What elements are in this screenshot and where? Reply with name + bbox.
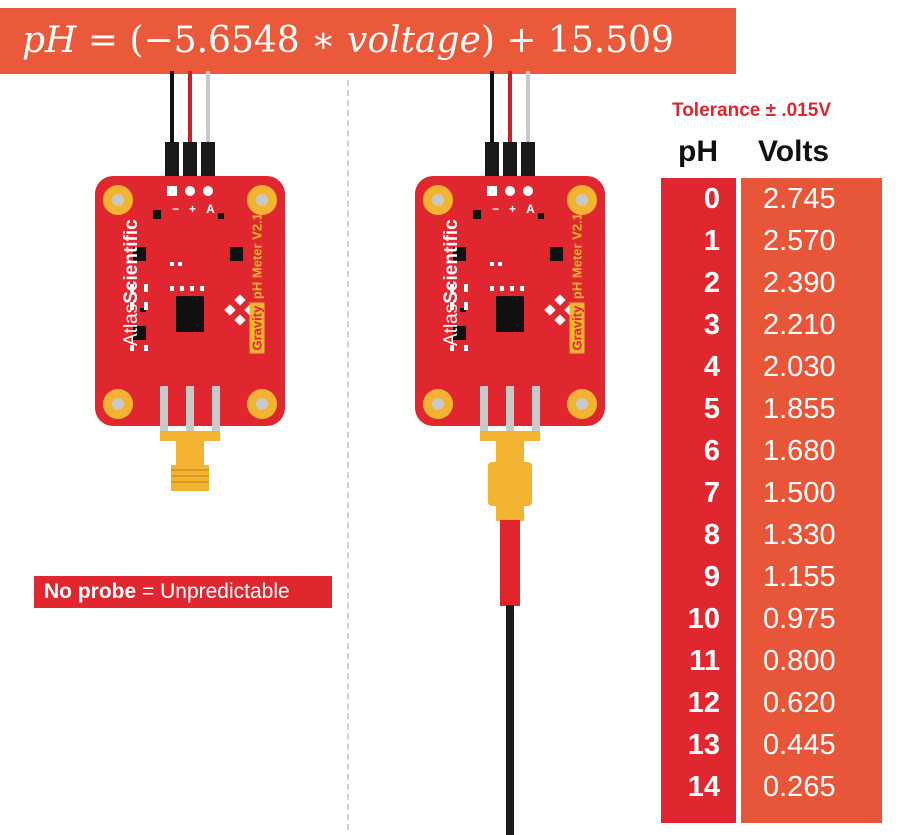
board-right-pins: − + A	[492, 202, 535, 216]
pin-a: A	[526, 202, 535, 216]
no-probe-label: No probe	[44, 580, 137, 603]
tolerance-label: Tolerance ± .015V	[672, 100, 831, 121]
volts-value-cell: 0.445	[763, 729, 836, 761]
col-header-volts: Volts	[758, 135, 830, 168]
formula-voltage: voltage	[347, 20, 481, 61]
volts-value-cell: 1.500	[763, 477, 836, 509]
volts-value-cell: 2.390	[763, 267, 836, 299]
board-gravity: Gravity	[249, 302, 265, 354]
volts-value-cell: 0.975	[763, 603, 836, 635]
ph-formula-banner: pH = (−5.6548 ∗ voltage) + 15.509	[0, 8, 736, 74]
board-left-pins: − + A	[172, 202, 215, 216]
no-probe-rest: = Unpredictable	[136, 580, 290, 603]
volts-value-cell: 2.745	[763, 183, 836, 215]
volts-value-cell: 1.680	[763, 435, 836, 467]
formula-ph: pH	[22, 20, 77, 61]
ph-value-cell: 4	[703, 351, 720, 383]
ph-value-cell: 11	[689, 645, 720, 677]
ph-value-cell: 3	[703, 309, 720, 341]
col-header-ph: pH	[678, 135, 718, 168]
board-model: pH Meter V2.1	[249, 213, 265, 300]
ph-value-cell: 9	[703, 561, 720, 593]
center-dashed-divider	[347, 80, 349, 830]
brand-atlas: Atlas	[441, 303, 462, 346]
formula-eq: = (−5.6548 ∗	[76, 20, 348, 61]
brand-scientific: Scientific	[441, 219, 462, 304]
volts-value-cell: 0.265	[763, 771, 836, 803]
board-gravity: Gravity	[569, 302, 585, 354]
brand-scientific: Scientific	[121, 219, 142, 304]
ph-value-cell: 12	[687, 687, 720, 719]
board-right-model: Gravity pH Meter V2.1	[569, 213, 585, 354]
volts-value-cell: 2.570	[763, 225, 836, 257]
pin-plus: +	[509, 202, 517, 216]
pin-plus: +	[189, 202, 197, 216]
ph-value-cell: 8	[703, 519, 720, 551]
ph-value-cell: 5	[703, 393, 720, 425]
ph-value-cell: 13	[687, 729, 720, 761]
ph-value-cell: 2	[703, 267, 720, 299]
no-probe-note: No probe = Unpredictable	[34, 576, 332, 608]
board-right-brand: AtlasScientific	[441, 219, 463, 346]
ph-value-cell: 0	[703, 183, 720, 215]
volts-value-cell: 0.800	[763, 645, 836, 677]
volts-value-cell: 2.210	[763, 309, 836, 341]
ph-value-cell: 1	[703, 225, 720, 257]
board-left-brand: AtlasScientific	[121, 219, 143, 346]
board-left-model: Gravity pH Meter V2.1	[249, 213, 265, 354]
ph-value-cell: 7	[703, 477, 720, 509]
ph-value-cell: 6	[703, 435, 720, 467]
volts-value-cell: 0.620	[763, 687, 836, 719]
ph-value-cell: 14	[687, 771, 720, 803]
ph-value-cell: 10	[687, 603, 720, 635]
volts-column: 2.745 2.570 2.390 2.210 2.030 1.855 1.680 1.500…	[741, 178, 882, 823]
pin-minus: −	[172, 202, 180, 216]
board-model: pH Meter V2.1	[569, 213, 585, 300]
volts-value-cell: 1.330	[763, 519, 836, 551]
volts-value-cell: 2.030	[763, 351, 836, 383]
pin-minus: −	[492, 202, 500, 216]
pin-a: A	[206, 202, 215, 216]
volts-value-cell: 1.855	[763, 393, 836, 425]
brand-atlas: Atlas	[121, 303, 142, 346]
formula-tail: ) + 15.509	[480, 20, 674, 61]
volts-value-cell: 1.155	[763, 561, 836, 593]
bnc-connector	[171, 465, 209, 491]
probe-cable	[488, 462, 532, 835]
